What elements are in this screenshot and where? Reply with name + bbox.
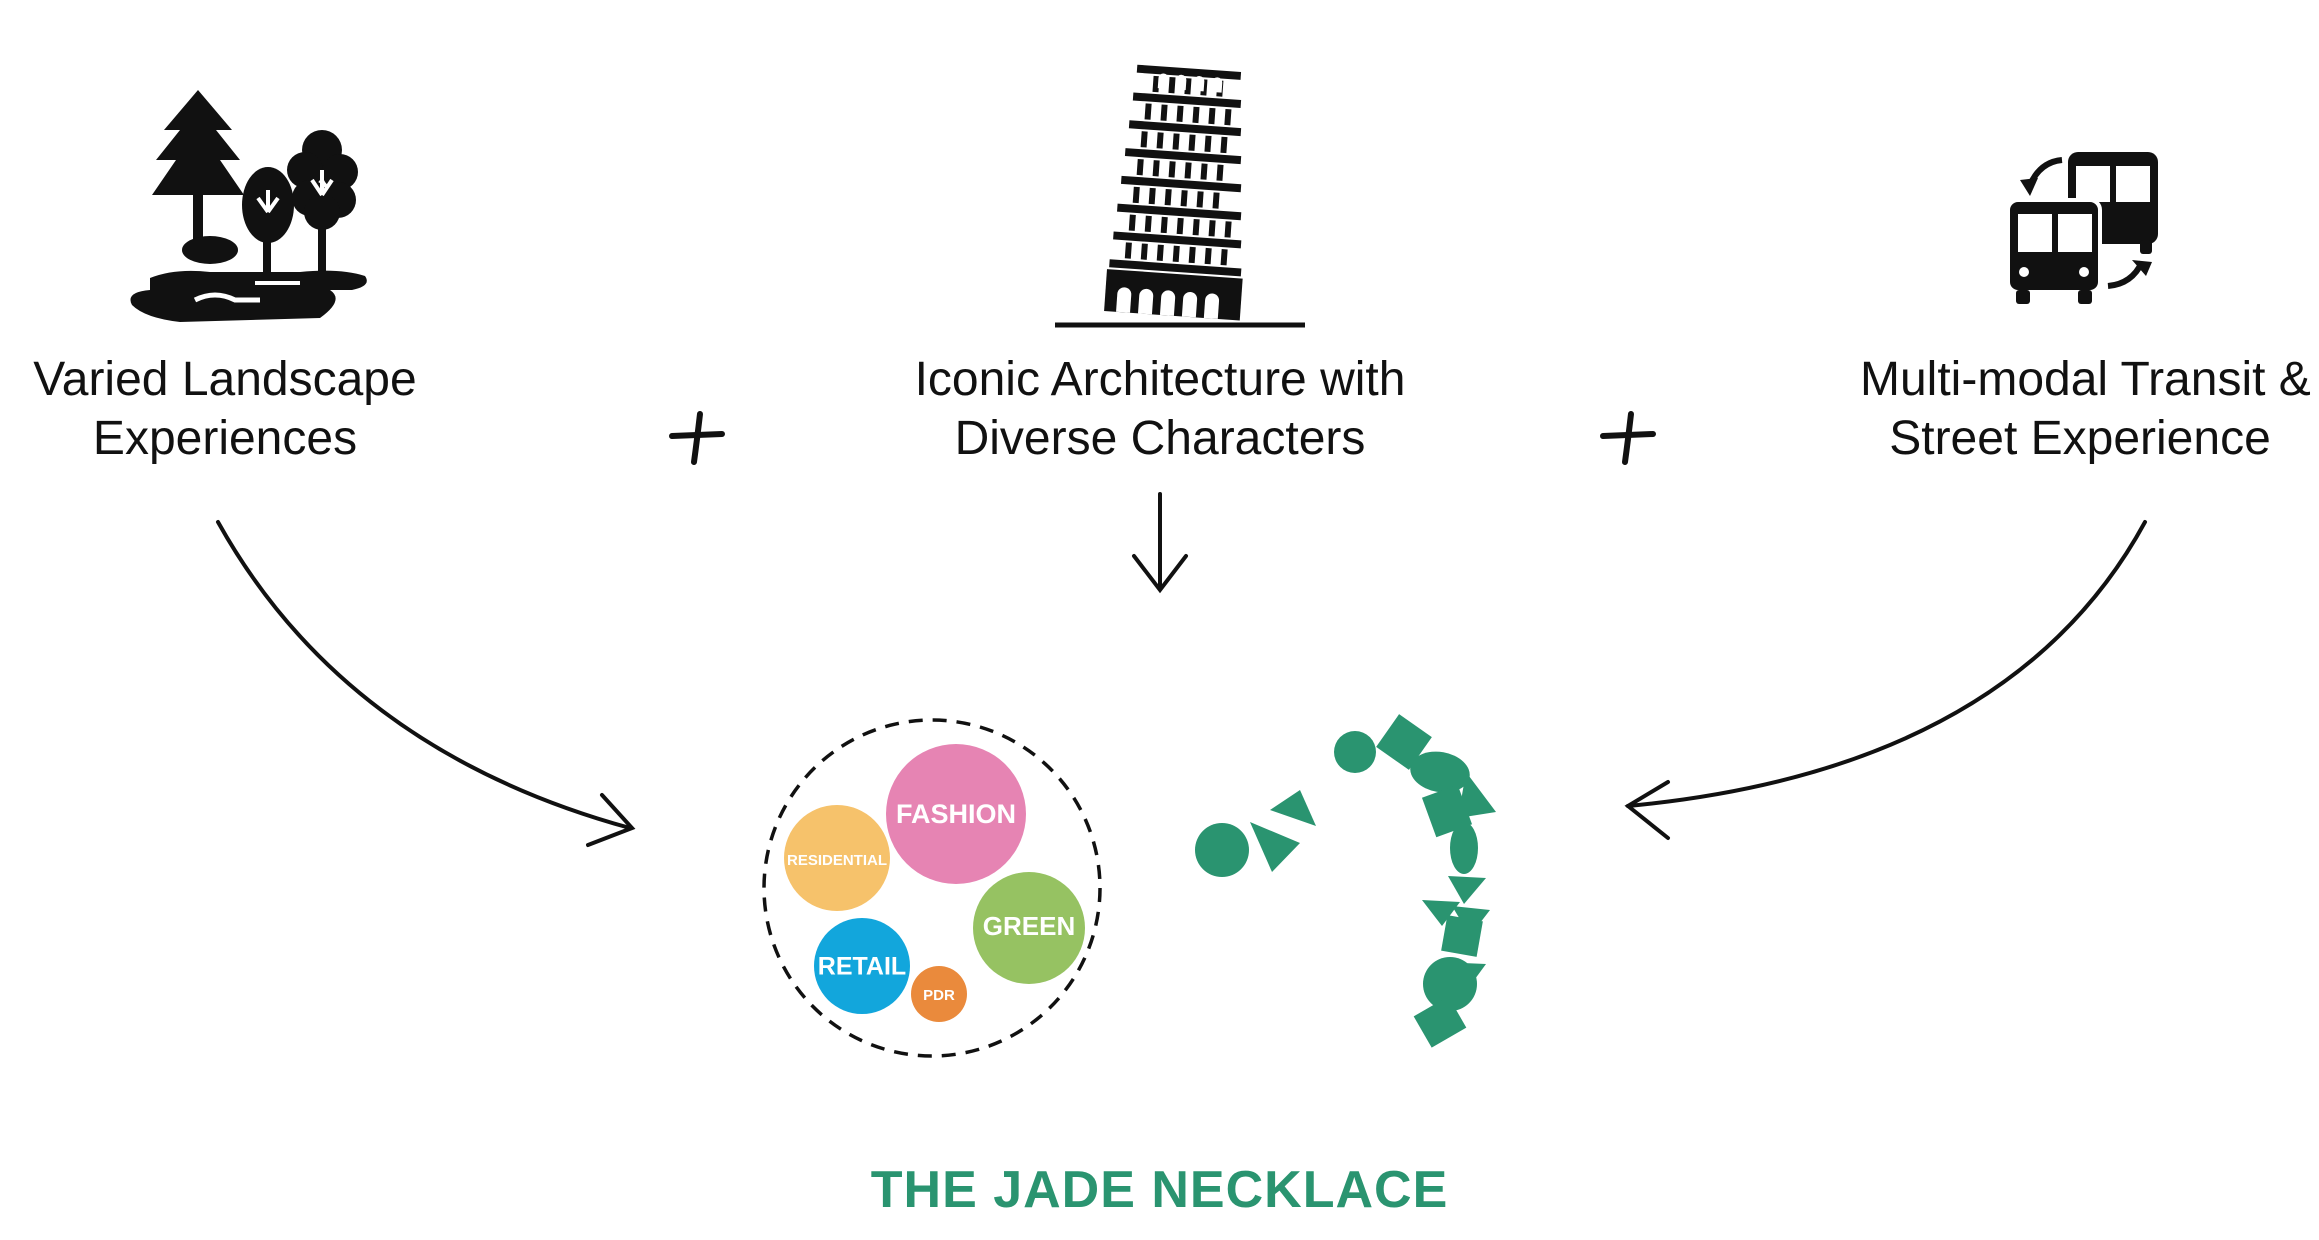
bubble-green: [973, 872, 1085, 984]
buses-icon: [2006, 152, 2158, 304]
leaning-tower-icon: [1055, 64, 1305, 328]
plus-sign-left: [669, 411, 725, 465]
arrow-right: [1624, 520, 2147, 840]
bubble-fashion: [886, 744, 1026, 884]
arrow-left: [216, 520, 636, 847]
pillar-caption-line: Experiences: [92, 412, 358, 465]
pillar-caption-line: Multi-modal Transit &: [1860, 353, 2311, 406]
jade-necklace-chain: [1195, 714, 1496, 1048]
pillar-caption-line: Street Experience: [1889, 412, 2271, 465]
bubble-label-fashion: FASHION: [896, 799, 1016, 829]
trees-icon: [130, 90, 367, 322]
pillar-caption-architecture: Iconic Architecture with Diverse Charact…: [880, 350, 1440, 468]
bubble-label-green: GREEN: [983, 911, 1075, 941]
bubble-retail: [814, 918, 910, 1014]
plus-sign-right: [1600, 411, 1656, 465]
pillar-caption-landscape: Varied Landscape Experiences: [10, 350, 440, 468]
arrow-down: [1132, 492, 1188, 594]
dashed-boundary: [762, 718, 1102, 1058]
bubble-label-pdr: PDR: [923, 987, 955, 1004]
pillar-caption-line: Varied Landscape: [33, 353, 417, 406]
pillar-caption-line: Iconic Architecture with: [914, 353, 1406, 406]
bubble-label-residential: RESIDENTIAL: [787, 852, 887, 869]
program-bubble-cluster: FASHION RESIDENTIAL GREEN RETAIL PDR: [762, 718, 1102, 1058]
diagram-title: THE JADE NECKLACE: [870, 1161, 1449, 1219]
pillar-caption-transit: Multi-modal Transit & Street Experience: [1860, 350, 2311, 468]
bubble-residential: [784, 805, 890, 911]
bubble-pdr: [911, 966, 967, 1022]
bubble-label-retail: RETAIL: [818, 953, 906, 981]
pillar-caption-line: Diverse Characters: [954, 412, 1366, 465]
